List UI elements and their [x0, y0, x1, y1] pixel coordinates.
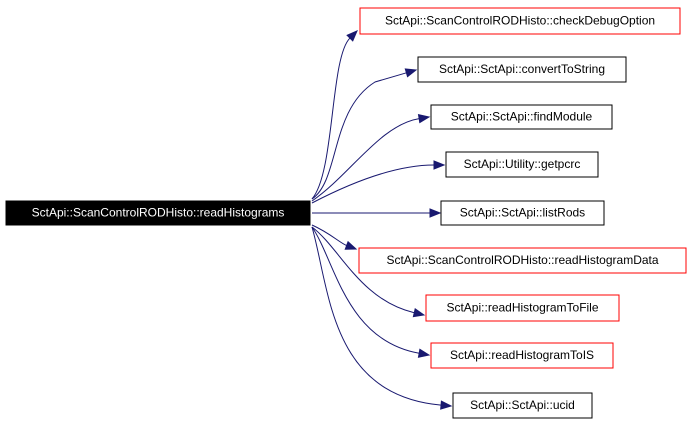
arrowhead-find-module — [417, 114, 431, 124]
edge-find-module — [311, 118, 420, 202]
edge-check-debug-option — [311, 37, 351, 200]
callee-node-check-debug-option[interactable]: SctApi::ScanControlRODHisto::checkDebugO… — [359, 7, 681, 35]
callee-label: SctApi::Utility::getpcrc — [464, 157, 581, 171]
callee-node-read-histogram-data[interactable]: SctApi::ScanControlRODHisto::readHistogr… — [358, 247, 687, 274]
arrowhead-read-histogram-data — [344, 240, 358, 250]
edge-convert-to-string — [311, 72, 407, 200]
edge-getpcrc — [311, 164, 435, 204]
arrowhead-ucid — [440, 400, 453, 410]
root-node-label: SctApi::ScanControlRODHisto::readHistogr… — [32, 206, 285, 220]
callee-node-find-module[interactable]: SctApi::SctApi::findModule — [430, 104, 613, 130]
arrowhead-read-histogram-to-file — [412, 307, 426, 318]
callee-label: SctApi::readHistogramToIS — [450, 348, 594, 362]
callee-label: SctApi::ScanControlRODHisto::readHistogr… — [386, 253, 658, 267]
call-edges — [311, 30, 453, 410]
edge-read-histogram-data — [311, 224, 347, 246]
edge-ucid — [311, 226, 442, 406]
arrowhead-read-histogram-to-is — [417, 348, 431, 358]
arrowhead-list-rods — [429, 208, 442, 218]
callee-node-ucid[interactable]: SctApi::SctApi::ucid — [452, 392, 593, 419]
callee-label: SctApi::SctApi::listRods — [460, 206, 585, 220]
callee-node-getpcrc[interactable]: SctApi::Utility::getpcrc — [445, 151, 599, 178]
callee-label: SctApi::SctApi::findModule — [451, 110, 593, 124]
edge-read-histogram-to-is — [311, 226, 420, 354]
callee-node-convert-to-string[interactable]: SctApi::SctApi::convertToString — [417, 56, 627, 83]
arrowhead-convert-to-string — [404, 68, 418, 78]
callee-label: SctApi::SctApi::convertToString — [439, 62, 605, 76]
callee-node-list-rods[interactable]: SctApi::SctApi::listRods — [440, 200, 605, 226]
callee-node-read-histogram-to-is[interactable]: SctApi::readHistogramToIS — [430, 342, 614, 369]
callee-label: SctApi::readHistogramToFile — [446, 301, 598, 315]
arrowhead-getpcrc — [433, 160, 446, 170]
callee-label: SctApi::SctApi::ucid — [470, 398, 575, 412]
root-node[interactable]: SctApi::ScanControlRODHisto::readHistogr… — [5, 200, 311, 226]
callee-node-read-histogram-to-file[interactable]: SctApi::readHistogramToFile — [425, 294, 620, 322]
edge-read-histogram-to-file — [311, 226, 415, 314]
arrowhead-check-debug-option — [346, 30, 358, 42]
callee-label: SctApi::ScanControlRODHisto::checkDebugO… — [385, 14, 655, 28]
